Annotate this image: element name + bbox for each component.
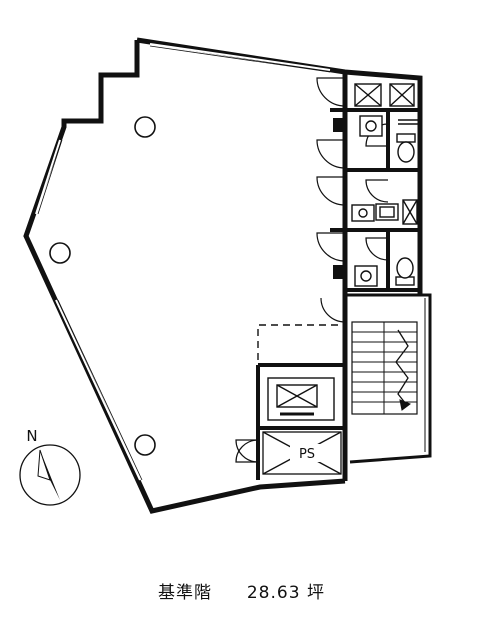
floor-name: 基準階 bbox=[158, 583, 213, 603]
door-swing-icon bbox=[316, 139, 346, 169]
sink-icon bbox=[359, 115, 383, 137]
pipe-space-label: PS bbox=[299, 447, 315, 462]
column-icon bbox=[134, 116, 156, 138]
column-icon bbox=[49, 242, 71, 264]
sink-icon bbox=[351, 204, 375, 222]
service-fixtures bbox=[351, 83, 418, 287]
door-swing-icon bbox=[365, 179, 389, 203]
floor-area-unit: 坪 bbox=[306, 583, 325, 603]
north-arrow-icon bbox=[19, 444, 81, 506]
shaft-icon bbox=[389, 83, 415, 107]
elevator-icon bbox=[267, 377, 335, 421]
columns bbox=[49, 116, 156, 456]
door-swing-icon bbox=[316, 232, 346, 262]
toilet-icon bbox=[396, 133, 416, 163]
shaft-icon bbox=[354, 83, 382, 107]
floor-caption: 基準階 28.63 坪 bbox=[0, 578, 483, 603]
toilet-icon bbox=[395, 257, 415, 286]
stair-icon bbox=[352, 322, 417, 414]
column-icon bbox=[134, 434, 156, 456]
stair-core bbox=[345, 293, 432, 464]
toilet-icon bbox=[375, 203, 399, 221]
elevator-core-walls bbox=[256, 363, 345, 480]
floor-area-value: 28.63 bbox=[246, 583, 301, 603]
sink-icon bbox=[354, 265, 378, 287]
door-swing-icon bbox=[316, 77, 346, 107]
door-swing-icon bbox=[235, 439, 259, 463]
shaft-icon bbox=[402, 199, 418, 225]
door-swing-icon bbox=[365, 237, 389, 261]
window-marks bbox=[35, 43, 331, 481]
service-core-walls bbox=[330, 108, 420, 292]
door-swing-icon bbox=[316, 176, 346, 206]
north-label: N bbox=[26, 427, 37, 445]
door-swing-icon bbox=[320, 297, 346, 323]
